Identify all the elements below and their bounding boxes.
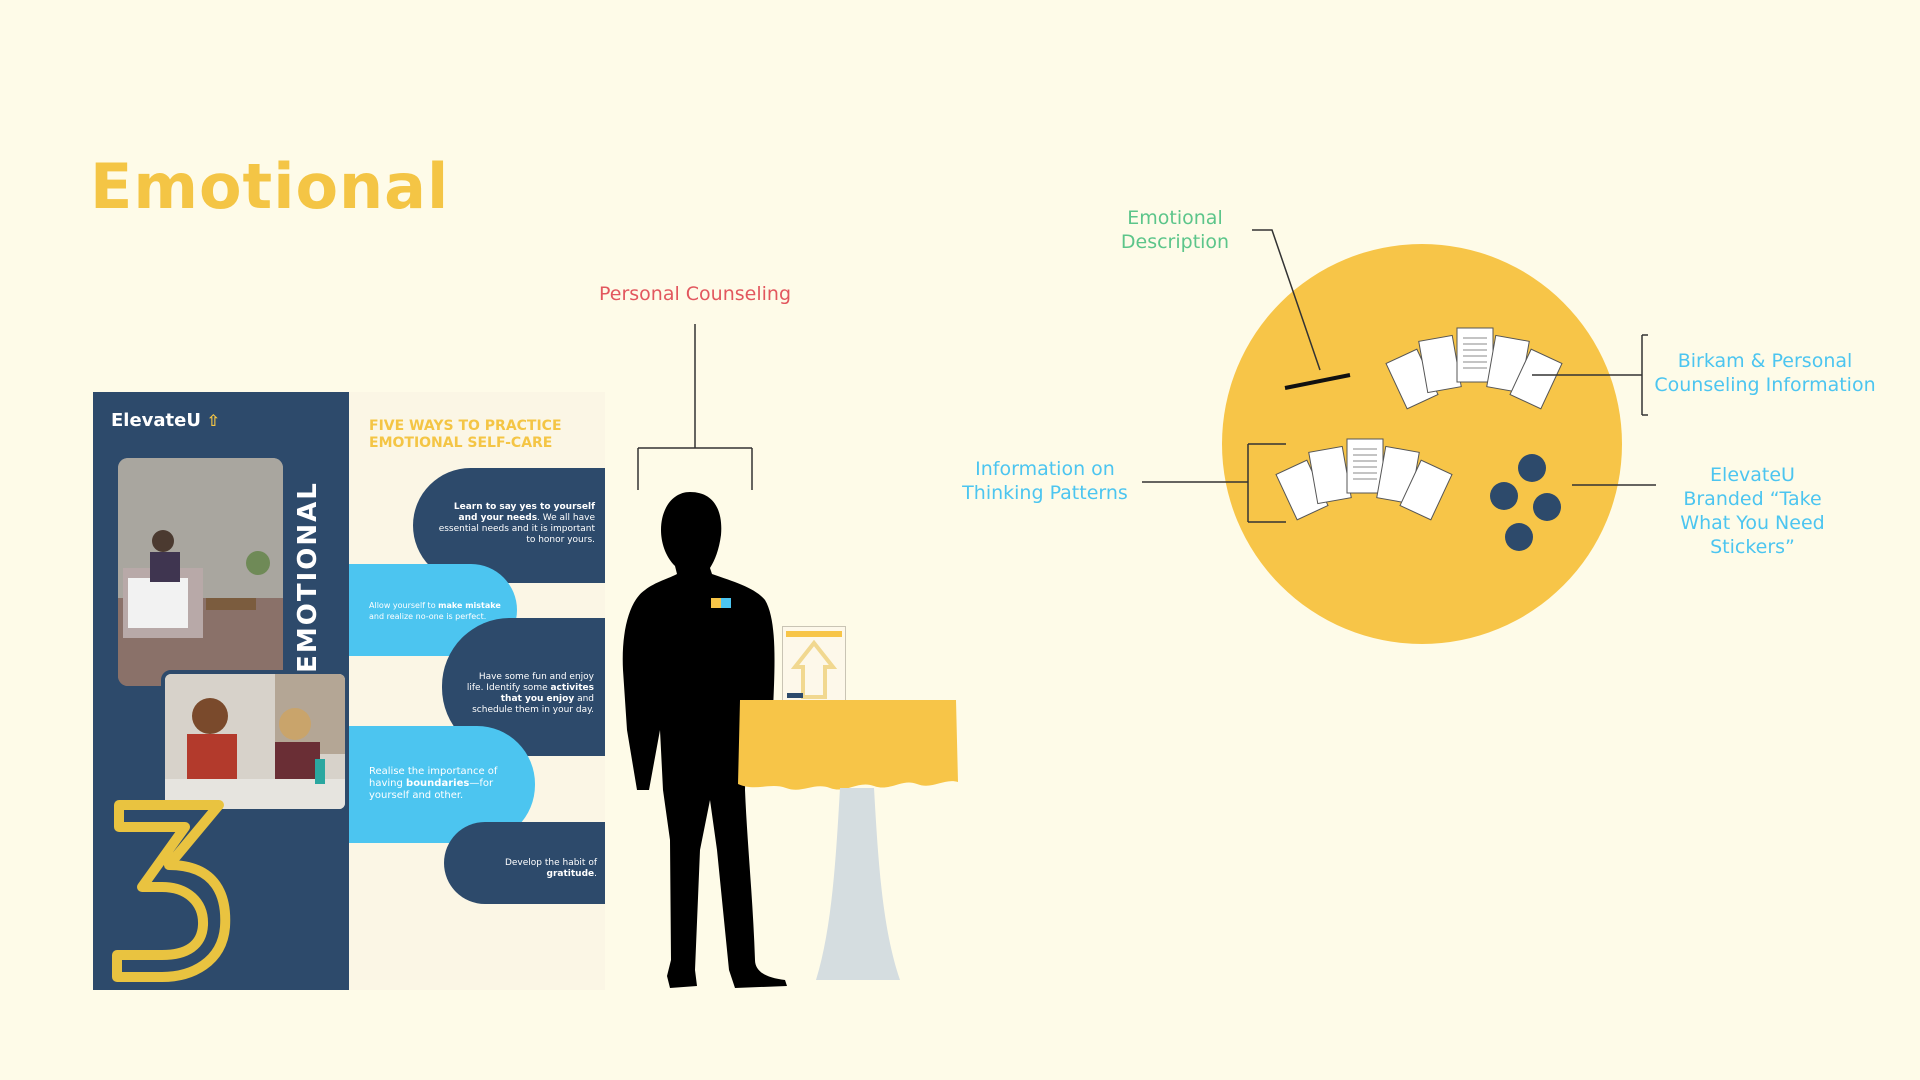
brochure-stand [782,626,846,704]
emotional-description-label: Emotional Description [1120,207,1230,253]
poster-left-panel: ElevateU ⇧ [93,392,349,990]
tabletop-circle [1222,244,1622,644]
personal-counseling-bracket [637,324,753,490]
round-table [738,700,958,980]
tip-1: Learn to say yes to yourself and your ne… [413,468,605,583]
emotional-description-leader [1252,229,1351,390]
stickers-leader [1572,484,1656,486]
stickers-label: ElevateU Branded “Take What You Need Sti… [1680,464,1825,558]
poster-photo-room [118,458,283,686]
poster-right-panel: FIVE WAYS TO PRACTICE EMOTIONAL SELF-CAR… [349,392,605,990]
stickers [1490,454,1561,551]
tip-5: Develop the habit of gratitude. [444,822,605,904]
person-silhouette [622,492,787,988]
emotional-poster: ElevateU ⇧ [93,392,605,990]
birkam-label: Birkam & Personal Counseling Information [1654,350,1876,396]
page-title: Emotional [90,150,450,223]
birkam-leader [1532,334,1648,416]
birkam-brochures [1385,327,1563,410]
poster-heading: FIVE WAYS TO PRACTICE EMOTIONAL SELF-CAR… [369,418,562,451]
personal-counseling-label: Personal Counseling [598,283,792,305]
thinking-patterns-leader [1142,443,1286,523]
tip-4: Realise the importance of having boundar… [349,726,535,843]
poster-vertical-title: EMOTIONAL [293,481,323,673]
big-number-3 [107,787,237,991]
thinking-patterns-brochures [1275,438,1453,521]
poster-photo-conversation [161,670,349,813]
tip-3: Have some fun and enjoy life. Identify s… [442,618,605,756]
poster-logo: ElevateU ⇧ [111,410,220,431]
thinking-patterns-label: Information on Thinking Patterns [962,458,1128,504]
